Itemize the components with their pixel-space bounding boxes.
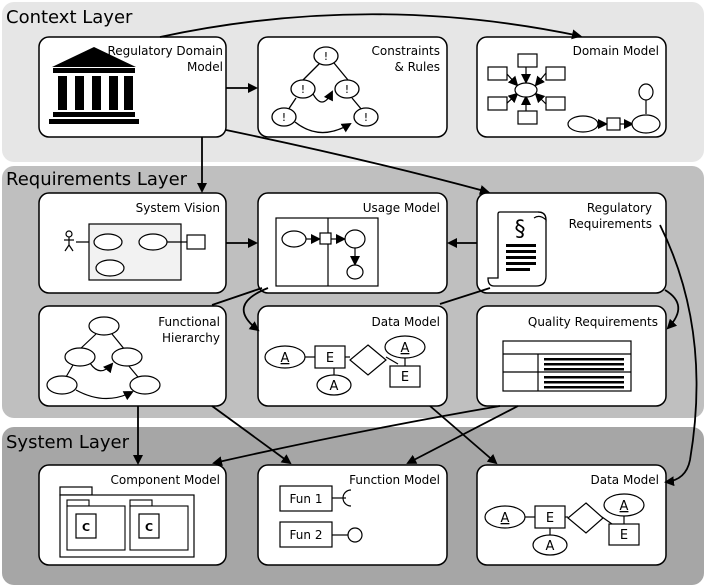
regulatory-domain-model-box: Regulatory Domain Model	[38, 36, 227, 138]
req-er-key-attribute-2: A	[401, 341, 410, 356]
sys-er-entity: E	[546, 511, 554, 526]
component-label: C	[82, 521, 90, 534]
system-vision-title: System Vision	[136, 201, 220, 215]
regulatory-requirements-title-2: Requirements	[569, 217, 652, 231]
arrow-usage-to-data-model	[242, 287, 269, 332]
req-er-attribute: A	[330, 379, 339, 394]
constraint-node: !	[313, 46, 339, 66]
arrow-rdm-to-domain-model	[159, 13, 582, 40]
function-model-title: Function Model	[349, 473, 440, 487]
svg-text:!: !	[345, 83, 349, 96]
context-layer-title: Context Layer	[6, 7, 133, 28]
arrow-regreq-to-quality	[664, 289, 680, 330]
component-label-2: C	[145, 521, 153, 534]
functional-hierarchy-box: Functional Hierarchy	[38, 305, 227, 407]
svg-text:!: !	[282, 111, 286, 124]
constraints-rules-title-1: Constraints	[372, 44, 440, 58]
req-er-key-attribute: A	[281, 351, 290, 366]
usage-model-title: Usage Model	[363, 201, 440, 215]
quality-requirements-box: Quality Requirements	[476, 305, 667, 407]
req-data-model-box: Data Model A E A A E	[257, 305, 448, 407]
component-model-title: Component Model	[110, 473, 220, 487]
req-data-model-title: Data Model	[372, 315, 441, 329]
svg-text:!: !	[301, 83, 305, 96]
actor-icon	[64, 230, 74, 252]
regulatory-domain-model-title-1: Regulatory Domain	[107, 44, 223, 58]
sys-data-model-title: Data Model	[591, 473, 660, 487]
svg-text:!: !	[364, 111, 368, 124]
req-er-entity-2: E	[401, 370, 409, 385]
section-symbol: §	[515, 217, 526, 242]
arrow-regreq-to-sys-data-model	[659, 224, 698, 487]
quality-requirements-title: Quality Requirements	[528, 315, 658, 329]
regulatory-domain-model-title-2: Model	[187, 60, 223, 74]
sys-er-attribute: A	[546, 539, 555, 554]
constraint-node: !	[271, 107, 297, 127]
constraint-node: !	[290, 79, 316, 99]
sys-er-key-attribute-2: A	[620, 499, 629, 514]
sys-data-model-box: Data Model A E A A E	[476, 464, 667, 566]
functional-hierarchy-title-1: Functional	[158, 315, 220, 329]
arrow-functional-to-function	[211, 405, 292, 465]
arrow-regreq-to-data-model	[439, 287, 491, 305]
functional-hierarchy-title-2: Hierarchy	[162, 331, 220, 345]
sys-er-entity-2: E	[620, 528, 628, 543]
document-icon: §	[487, 211, 547, 287]
regulatory-requirements-box: Regulatory Requirements §	[476, 192, 667, 294]
component-model-box: Component Model C C	[38, 464, 227, 566]
usage-model-box: Usage Model	[257, 192, 448, 294]
sys-er-key-attribute: A	[501, 511, 510, 526]
arrow-usage-to-functional	[211, 287, 263, 306]
connectors	[133, 13, 698, 487]
domain-model-box: Domain Model	[476, 36, 667, 138]
constraint-node: !	[334, 79, 360, 99]
requirements-layer-title: Requirements Layer	[6, 169, 188, 190]
constraints-rules-box: Constraints & Rules ! ! ! ! !	[257, 36, 448, 138]
req-er-entity: E	[326, 351, 334, 366]
required-interface-icon	[342, 489, 352, 507]
domain-model-title: Domain Model	[573, 44, 659, 58]
arrow-quality-to-component	[212, 405, 501, 467]
constraint-node: !	[353, 107, 379, 127]
system-layer-title: System Layer	[6, 432, 130, 453]
building-icon	[49, 47, 139, 124]
svg-text:!: !	[324, 50, 328, 63]
constraints-rules-title-2: & Rules	[394, 60, 440, 74]
function-1-label: Fun 1	[290, 492, 323, 506]
arrow-rdm-to-regulatory-requirements	[225, 129, 490, 195]
function-model-box: Function Model Fun 1 Fun 2	[257, 464, 448, 566]
regulatory-requirements-title-1: Regulatory	[587, 201, 652, 215]
arrow-data-model-to-sys-data-model	[429, 405, 498, 465]
provided-interface-icon	[347, 527, 363, 543]
system-vision-box: System Vision	[38, 192, 227, 294]
function-2-label: Fun 2	[290, 528, 323, 542]
